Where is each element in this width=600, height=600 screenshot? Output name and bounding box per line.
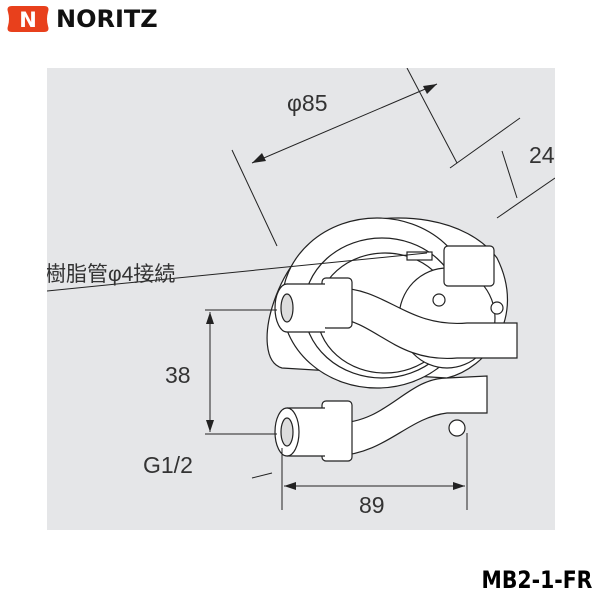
width-label: 89: [359, 492, 385, 518]
dimension-lines: [47, 68, 555, 510]
model-number: MB2-1-FR: [481, 566, 592, 594]
brand-name: NORITZ: [56, 5, 158, 33]
svg-text:N: N: [19, 8, 37, 32]
lower-pipe: [336, 375, 488, 457]
thread-label: G1/2: [143, 452, 193, 478]
noritz-logo-icon: N: [7, 6, 49, 32]
upper-pipe: [336, 287, 518, 359]
product-diagram-panel: φ85 24 樹脂管φ4接続 38 G1/2 89: [47, 68, 555, 530]
pitch-label: 38: [165, 362, 191, 388]
product-line-drawing: [47, 68, 555, 510]
resin-pipe-label: 樹脂管φ4接続: [47, 263, 176, 286]
lower-nut: [321, 400, 353, 462]
brand-logo: N NORITZ: [6, 4, 158, 34]
depth-label: 24: [529, 142, 555, 168]
valve-part: [443, 245, 495, 287]
upper-nut: [321, 277, 353, 329]
diameter-label: φ85: [287, 90, 328, 116]
